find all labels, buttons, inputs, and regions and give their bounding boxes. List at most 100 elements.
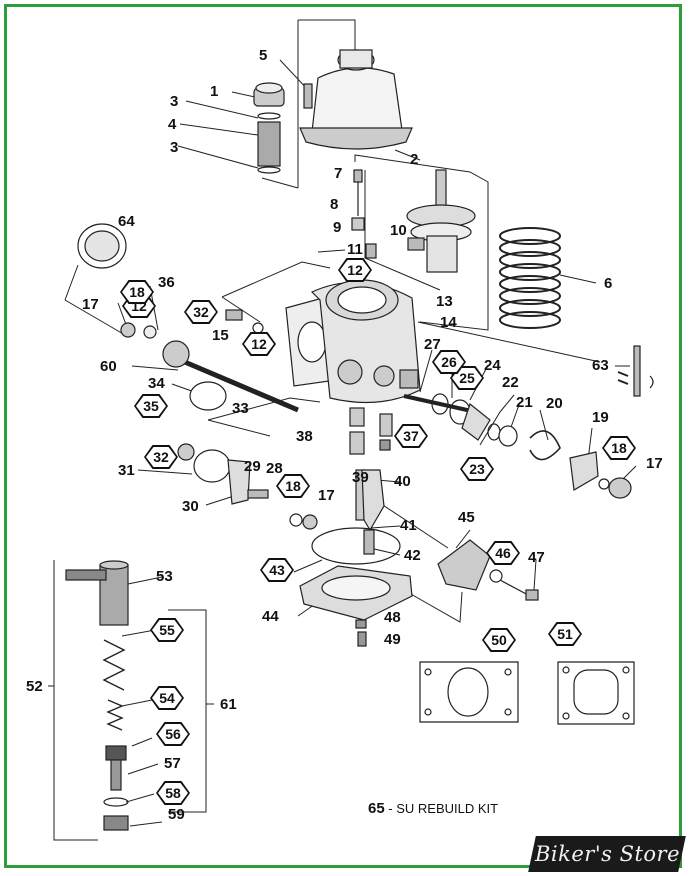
- part-number-label: 40: [394, 473, 411, 490]
- kit-part-number: 12: [244, 334, 274, 354]
- part-number-label: 1: [210, 83, 219, 100]
- kit-part-hex-label: 32: [144, 445, 178, 469]
- part-number-label: 27: [424, 336, 441, 353]
- part-number-label: 36: [158, 274, 175, 291]
- gasket-50: [419, 661, 519, 723]
- kit-part-number: 18: [122, 282, 152, 302]
- kit-part-number: 18: [604, 438, 634, 458]
- part-number-label: 2: [410, 151, 419, 168]
- kit-part-number: 51: [550, 624, 580, 644]
- part-number-label: 48: [384, 609, 401, 626]
- kit-part-number: 25: [452, 368, 482, 388]
- kit-part-hex-label: 35: [134, 394, 168, 418]
- kit-part-number: 46: [488, 543, 518, 563]
- kit-part-hex-label: 18: [602, 436, 636, 460]
- part-number-label: 59: [168, 806, 185, 823]
- piston-spring: [499, 227, 561, 329]
- brand-watermark: Biker's Store: [528, 836, 686, 872]
- part-number-label: 28: [266, 460, 283, 477]
- kit-part-number: 43: [262, 560, 292, 580]
- throttle-shaft: [120, 309, 299, 413]
- part-number-label: 49: [384, 631, 401, 648]
- part-number-label: 33: [232, 400, 249, 417]
- part-number-label: 4: [168, 116, 177, 133]
- carburetor-body: [285, 279, 421, 404]
- part-number-label: 20: [546, 395, 563, 412]
- kit-note: 65 - SU REBUILD KIT: [368, 800, 498, 817]
- brand-watermark-text: Biker's Store: [534, 842, 680, 866]
- needle-assembly: [351, 169, 377, 259]
- cold-start-cover: [77, 223, 127, 269]
- part-number-label: 31: [118, 462, 135, 479]
- kit-part-hex-label: 51: [548, 622, 582, 646]
- kit-part-number: 23: [462, 459, 492, 479]
- part-number-label: 47: [528, 549, 545, 566]
- kit-part-number: 26: [434, 352, 464, 372]
- part-number-label: 3: [170, 93, 179, 110]
- kit-part-hex-label: 54: [150, 686, 184, 710]
- part-number-label: 30: [182, 498, 199, 515]
- part-number-label: 11: [347, 241, 363, 258]
- kit-part-number: 56: [158, 724, 188, 744]
- float-bowl: [299, 527, 413, 647]
- throttle-return: [177, 443, 318, 530]
- part-number-label: 24: [484, 357, 501, 374]
- kit-note-number: 65: [368, 800, 385, 817]
- choke-linkage: [403, 393, 632, 499]
- part-number-label: 45: [458, 509, 475, 526]
- part-number-label: 42: [404, 547, 421, 564]
- part-number-label: 61: [220, 696, 237, 713]
- part-number-label: 22: [502, 374, 519, 391]
- kit-part-number: 35: [136, 396, 166, 416]
- part-number-label: 19: [592, 409, 609, 426]
- part-number-label: 9: [333, 219, 342, 236]
- kit-part-number: 58: [158, 783, 188, 803]
- spindle-63: [617, 345, 654, 397]
- page-border: [4, 4, 682, 868]
- part-number-label: 34: [148, 375, 165, 392]
- kit-part-hex-label: 58: [156, 781, 190, 805]
- piston: [406, 169, 476, 273]
- kit-part-number: 50: [484, 630, 514, 650]
- part-number-label: 13: [436, 293, 453, 310]
- kit-part-hex-label: 18: [120, 280, 154, 304]
- kit-part-number: 54: [152, 688, 182, 708]
- suction-chamber: [299, 49, 413, 150]
- part-number-label: 21: [516, 394, 533, 411]
- part-number-label: 44: [262, 608, 279, 625]
- part-number-label: 52: [26, 678, 43, 695]
- float-needle-kit: [65, 560, 129, 831]
- kit-part-number: 37: [396, 426, 426, 446]
- part-number-label: 10: [390, 222, 407, 239]
- kit-note-text: - SU REBUILD KIT: [384, 801, 499, 816]
- kit-part-hex-label: 55: [150, 618, 184, 642]
- part-number-label: 63: [592, 357, 609, 374]
- part-number-label: 29: [244, 458, 261, 475]
- part-number-label: 60: [100, 358, 117, 375]
- part-number-label: 17: [82, 296, 99, 313]
- kit-part-hex-label: 56: [156, 722, 190, 746]
- part-number-label: 5: [259, 47, 268, 64]
- kit-part-number: 55: [152, 620, 182, 640]
- part-number-label: 64: [118, 213, 135, 230]
- part-number-label: 41: [400, 517, 417, 534]
- kit-part-number: 18: [278, 476, 308, 496]
- kit-part-number: 32: [146, 447, 176, 467]
- part-number-label: 15: [212, 327, 229, 344]
- jet-parts: [349, 407, 393, 555]
- part-number-label: 3: [170, 139, 179, 156]
- part-number-label: 53: [156, 568, 173, 585]
- leader-lines: [48, 19, 637, 841]
- kit-part-hex-label: 32: [184, 300, 218, 324]
- part-number-label: 39: [352, 469, 369, 486]
- float: [437, 539, 539, 601]
- kit-part-number: 12: [340, 260, 370, 280]
- part-number-label: 14: [440, 314, 457, 331]
- part-number-label: 7: [334, 165, 343, 182]
- part-number-label: 8: [330, 196, 339, 213]
- part-number-label: 57: [164, 755, 181, 772]
- part-number-label: 38: [296, 428, 313, 445]
- part-number-label: 17: [646, 455, 663, 472]
- gasket-51: [557, 661, 635, 725]
- kit-part-number: 32: [186, 302, 216, 322]
